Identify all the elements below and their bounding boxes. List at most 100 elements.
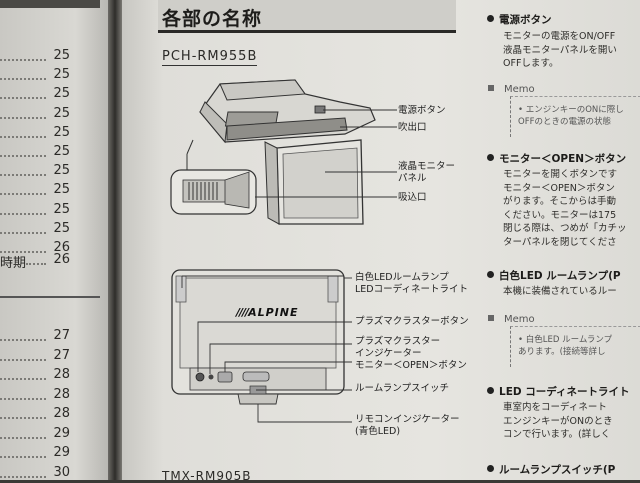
- room-lamp-diagram: [171, 269, 352, 423]
- toc-page-number: 28: [53, 386, 70, 402]
- toc-item: 25: [0, 144, 70, 160]
- label-plasma-indicator-line2: インジケーター: [355, 348, 422, 359]
- left-page: 25 25 25 25 25 25 25 25 25 25 26 時期 26 27 27 28 28 28 2…: [0, 0, 108, 480]
- section-coordinate-heading: LED コーディネートライト: [487, 384, 630, 399]
- toc-page-number: 25: [53, 86, 70, 102]
- memo-square-icon: [488, 85, 494, 91]
- body-line: エンジンキーがONのとき: [503, 415, 613, 427]
- section-white-led-body: 本機に装備されているルー: [503, 285, 617, 299]
- toc-item: 25: [0, 221, 70, 237]
- memo-white-led: Memo: [488, 314, 535, 325]
- toc-page-number: 25: [53, 201, 70, 217]
- page-title: 各部の名称: [162, 8, 263, 30]
- toc-page-number: 25: [53, 124, 70, 140]
- brand-logo: ////ALPINE: [236, 306, 299, 319]
- body-line: ターパネルを閉じてくださ: [503, 236, 617, 248]
- label-open-button: モニター＜OPEN＞ボタン: [355, 360, 467, 371]
- body-line: 液晶モニターパネルを開い: [503, 44, 617, 56]
- label-white-led-line2: LEDコーディネートライト: [355, 284, 468, 295]
- model-name-top: PCH-RM955B: [162, 49, 258, 66]
- memo-square-icon: [488, 315, 494, 321]
- body-line: 閉じる際は、つめが「カチッ: [503, 223, 627, 234]
- toc-item: 28: [0, 406, 70, 422]
- toc-item: 25: [0, 86, 70, 102]
- section-power-body: モニターの電源をON/OFF 液晶モニターパネルを開い OFFします。: [503, 30, 617, 71]
- label-vent: 吹出口: [398, 122, 427, 133]
- body-line: がります。そこからは手動: [503, 196, 617, 207]
- bullet-icon: [487, 387, 494, 394]
- label-remote-indicator-line1: リモコンインジケーター: [355, 414, 460, 425]
- toc-header-bar: [0, 0, 100, 8]
- memo-white-led-body: • 白色LED ルームランプ あります。(接続等詳し: [518, 334, 612, 358]
- section-white-led-heading-text: 白色LED ルームランプ(P: [499, 270, 621, 282]
- body-line: モニターを開くボタンです: [503, 169, 618, 180]
- memo-line: OFFのときの電源の状態: [518, 117, 611, 127]
- toc-item: 25: [0, 48, 70, 64]
- toc-item: 25: [0, 106, 70, 122]
- model-name-bottom: TMX-RM905B: [162, 469, 252, 483]
- title-bar: [158, 0, 456, 33]
- toc-page-number: 28: [53, 406, 70, 421]
- brand-logo-text: ALPINE: [248, 306, 299, 319]
- memo-line: • 白色LED ルームランプ: [518, 335, 613, 345]
- toc-page-number: 29: [53, 425, 70, 441]
- label-lcd-panel-line1: 液晶モニター: [398, 161, 456, 172]
- memo-label: Memo: [504, 84, 535, 95]
- toc-item: 時期 26: [0, 252, 70, 271]
- memo-line: • エンジンキーのONに際し: [518, 105, 624, 115]
- toc-item: 28: [0, 387, 70, 403]
- toc-page-number: 25: [53, 220, 70, 236]
- toc-item: 28: [0, 367, 70, 383]
- body-line: 本機に装備されているルー: [503, 286, 617, 297]
- body-line: ください。モニターは175: [503, 209, 617, 221]
- body-line: 車室内をコーディネート: [503, 402, 607, 413]
- toc-item: 27: [0, 328, 70, 344]
- toc-page-number: 25: [53, 182, 70, 198]
- memo-power: Memo: [488, 84, 535, 95]
- body-line: モニターの電源をON/OFF: [503, 31, 616, 42]
- section-white-led-heading: 白色LED ルームランプ(P: [487, 268, 621, 283]
- body-line: モニター＜OPEN＞ボタン: [503, 182, 615, 194]
- section-room-switch-heading: ルームランプスイッチ(P: [487, 462, 615, 477]
- toc-page-number: 27: [53, 347, 70, 363]
- toc-page-number: 28: [53, 367, 70, 382]
- toc-divider: [0, 296, 100, 298]
- label-white-led-line1: 白色LEDルームランプ: [355, 272, 449, 283]
- bullet-icon: [487, 15, 494, 22]
- memo-line: あります。(接続等詳し: [518, 347, 606, 357]
- toc-page-number: 27: [53, 328, 70, 343]
- toc-item: 29: [0, 445, 70, 461]
- label-plasma-button: プラズマクラスターボタン: [355, 316, 469, 327]
- toc-item: 25: [0, 182, 70, 198]
- body-line: コンで行います。(詳しく: [503, 429, 611, 440]
- section-room-switch-heading-text: ルームランプスイッチ(P: [499, 464, 616, 476]
- toc-item: 25: [0, 67, 70, 83]
- section-open-heading: モニター＜OPEN＞ボタン: [487, 151, 626, 166]
- toc-page-number: 26: [53, 252, 70, 267]
- monitor-unit-diagram: [170, 79, 397, 225]
- toc-item: 30: [0, 465, 70, 481]
- body-line: OFFします。: [503, 58, 559, 69]
- toc-page-number: 25: [53, 67, 70, 83]
- memo-label: Memo: [504, 314, 535, 325]
- toc-item: 29: [0, 426, 70, 442]
- bullet-icon: [487, 271, 494, 278]
- memo-box: [510, 326, 640, 367]
- label-room-lamp-switch: ルームランプスイッチ: [355, 383, 449, 394]
- memo-box: [510, 96, 640, 137]
- book-gutter: [108, 0, 122, 480]
- section-coordinate-body: 車室内をコーディネート エンジンキーがONのとき コンで行います。(詳しく: [503, 401, 613, 442]
- label-power-button: 電源ボタン: [398, 105, 446, 116]
- right-page: [122, 0, 640, 480]
- toc-item: 25: [0, 163, 70, 179]
- toc-item: 25: [0, 202, 70, 218]
- label-plasma-indicator-line1: プラズマクラスター: [355, 336, 441, 347]
- label-intake: 吸込口: [398, 192, 427, 203]
- toc-page-number: 25: [53, 48, 70, 63]
- section-power-heading: 電源ボタン: [487, 12, 552, 27]
- bullet-icon: [487, 154, 494, 161]
- toc-item: 25: [0, 125, 70, 141]
- section-open-body: モニターを開くボタンです モニター＜OPEN＞ボタン がります。そこからは手動 …: [503, 168, 627, 249]
- bullet-icon: [487, 465, 494, 472]
- section-power-heading-text: 電源ボタン: [499, 14, 552, 26]
